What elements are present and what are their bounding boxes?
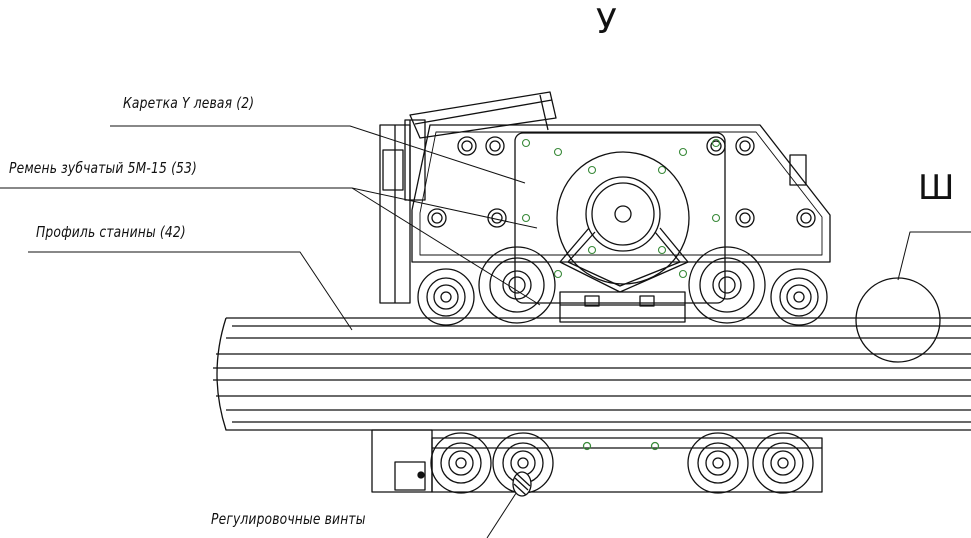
upper-roller-1: [417, 268, 475, 326]
left-bracket: [379, 119, 426, 304]
leader-carriage: [110, 125, 526, 184]
upper-roller-2: [478, 246, 556, 324]
motor-flange: [514, 132, 726, 304]
top-plate: [409, 91, 557, 139]
leader-lines: [0, 125, 971, 538]
motor-pulley: [556, 151, 690, 293]
lower-roller-3: [687, 432, 749, 494]
leader-belt: [0, 187, 538, 229]
upper-roller-3: [688, 246, 766, 324]
leader-screws: [486, 486, 521, 538]
view-sh-circle: [855, 277, 941, 363]
callout-belt: Ремень зубчатый 5М-15 (53): [9, 159, 197, 177]
frame-profile: [213, 317, 971, 431]
view-label-y: У: [596, 2, 617, 42]
adjusting-screw: [512, 471, 532, 497]
callout-carriage: Каретка Y левая (2): [123, 94, 255, 112]
upper-roller-4: [770, 268, 828, 326]
leader-profile: [28, 251, 353, 331]
lower-roller-1: [430, 432, 492, 494]
right-small-plate: [789, 154, 807, 186]
lower-bracket: [371, 429, 823, 493]
leader-view-sh: [897, 231, 971, 281]
lower-roller-4: [752, 432, 814, 494]
callout-profile: Профиль станины (42): [36, 223, 186, 241]
view-label-sh: Ш: [918, 168, 955, 208]
callout-screws: Регулировочные винты: [211, 510, 366, 528]
plate-bolts: [427, 136, 816, 228]
carriage-plate: [411, 124, 831, 263]
belt-clamp: [559, 291, 686, 323]
